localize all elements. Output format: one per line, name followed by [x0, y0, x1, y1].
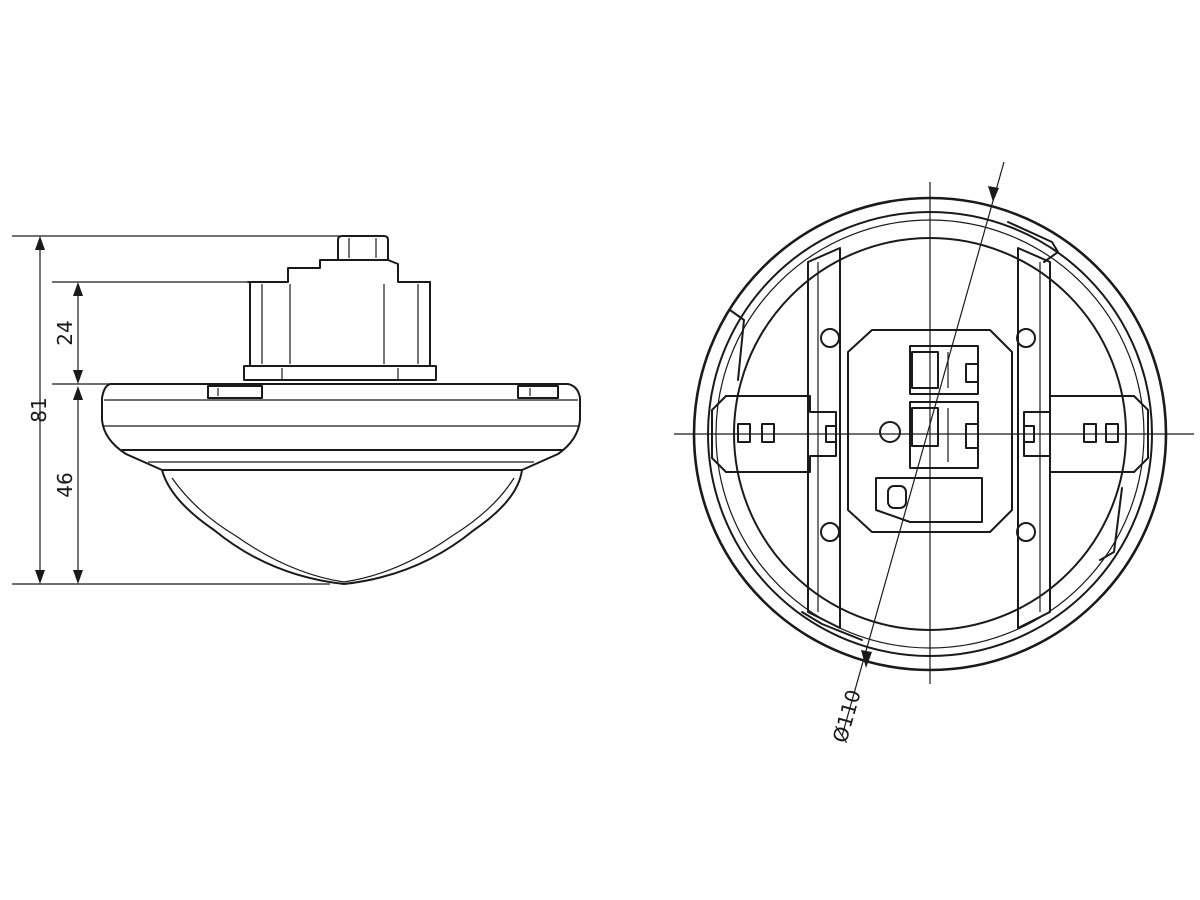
top-housing-rings: [692, 196, 1168, 672]
top-left-latch: [711, 395, 837, 473]
side-lens-dome: [161, 469, 523, 585]
side-view: 81 24 46: [12, 235, 581, 585]
side-connector: [247, 235, 431, 283]
dimension-label-46: 46: [53, 472, 77, 497]
dimension-upper-height: 24: [53, 282, 83, 384]
top-mounting-rails: [807, 247, 1051, 629]
dimension-total-height: 81: [27, 236, 51, 584]
top-terminal-box: [847, 329, 1013, 533]
dimension-lower-height: 46: [53, 386, 83, 584]
dimension-label-diameter: Ø110: [828, 687, 866, 745]
side-housing: [101, 383, 581, 471]
top-right-latch: [1023, 395, 1149, 473]
side-terminal-block: [243, 281, 437, 381]
top-view: Ø110: [674, 161, 1194, 745]
dimension-label-81: 81: [27, 397, 51, 422]
top-mounting-holes: [820, 328, 1036, 542]
dimension-label-24: 24: [53, 320, 77, 345]
